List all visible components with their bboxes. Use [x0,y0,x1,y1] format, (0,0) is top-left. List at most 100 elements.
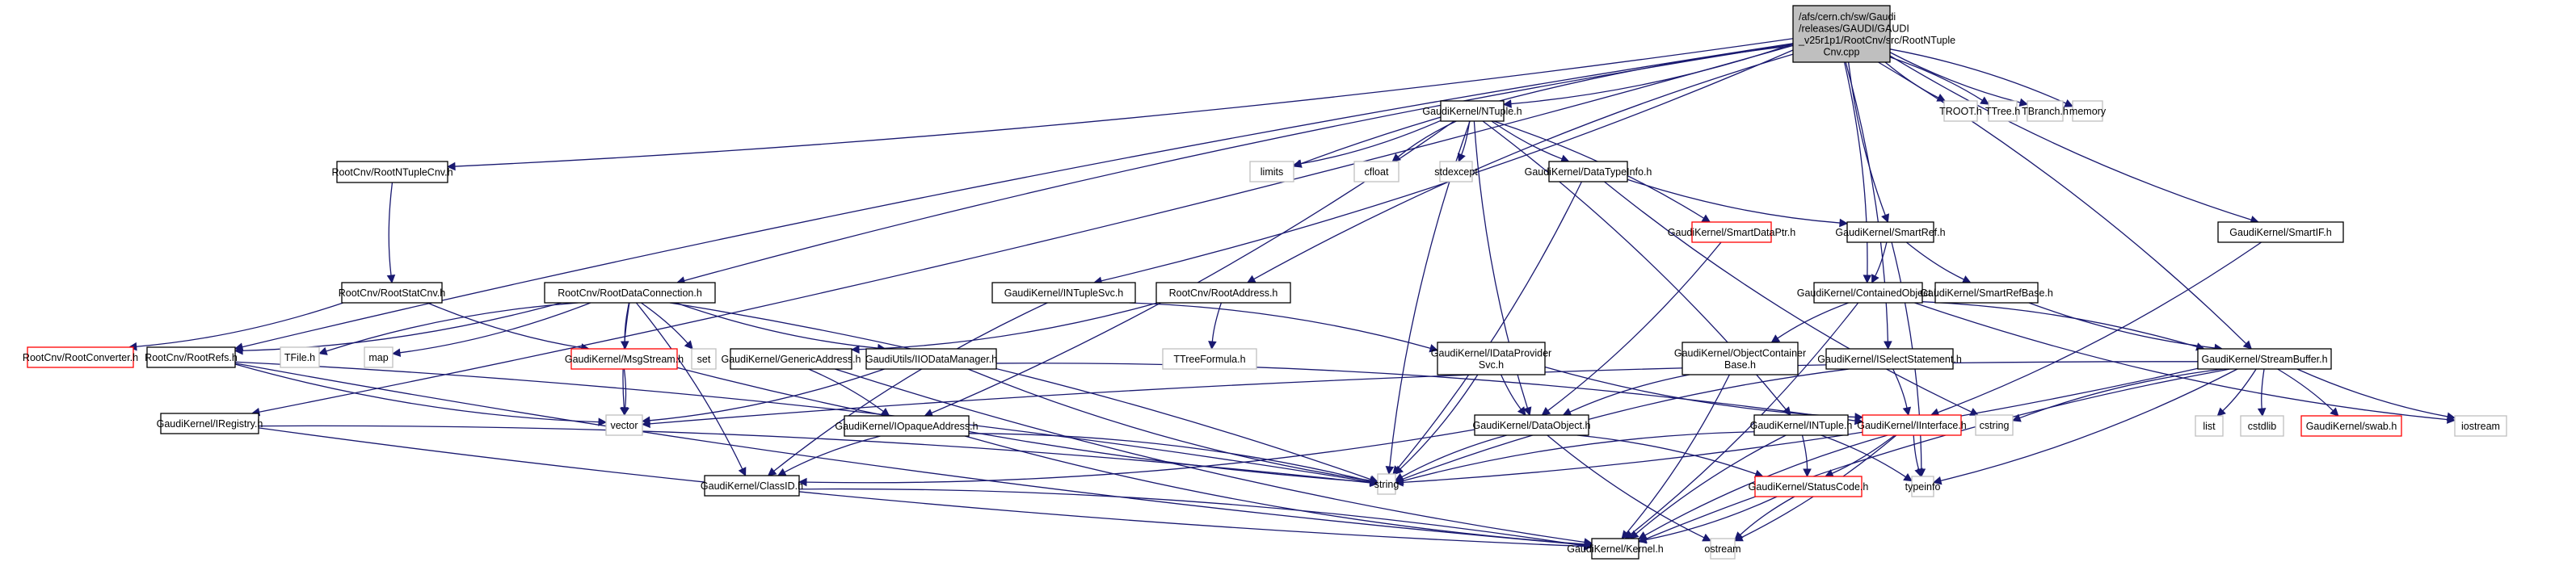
node-RootStatCnv[interactable]: RootCnv/RootStatCnv.h [339,282,446,304]
arrowhead-icon [1562,408,1572,416]
node-memory: memory [2069,100,2107,122]
edge-line [773,302,1048,472]
node-box [1691,221,1772,243]
node-IIODataManager[interactable]: GaudiUtils/IIODataManager.h [865,348,997,370]
node-RootConverter[interactable]: RootCnv/RootConverter.h [23,346,138,368]
node-box [160,413,259,434]
node-TFile: TFile.h [280,346,320,368]
node-swab[interactable]: GaudiKernel/swab.h [2300,415,2402,437]
edge-line [649,361,2199,425]
edge-line [242,43,1794,348]
node-SmartIF[interactable]: GaudiKernel/SmartIF.h [2217,221,2344,243]
edge-RootRefs-to-Kernel [234,363,1593,550]
node-box [1353,161,1400,182]
edge-StreamBuffer-to-vector [641,361,2199,429]
edge-RootDataConnection-to-IIODataManager [676,302,886,353]
node-Kernel[interactable]: GaudiKernel/Kernel.h [1567,538,1664,560]
node-ISelectStatement[interactable]: GaudiKernel/ISelectStatement.h [1817,348,1962,370]
node-INTupleSvc[interactable]: GaudiKernel/INTupleSvc.h [991,282,1136,304]
edge-RootDataConnection-to-map [391,302,591,358]
node-RootAddress[interactable]: RootCnv/RootAddress.h [1155,282,1291,304]
edge-line [2296,368,2448,417]
node-box [704,475,800,497]
edge-INTuple-to-string [1394,431,1755,485]
edge-root-to-TTree [1889,57,1989,105]
node-SmartDataPtr[interactable]: GaudiKernel/SmartDataPtr.h [1668,221,1795,243]
node-label: /releases/GAUDI/GAUDI [1799,23,1909,34]
edge-line [1940,368,2238,481]
arrowhead-icon [1246,275,1256,283]
node-IInterface[interactable]: GaudiKernel/IInterface.h [1857,414,1967,436]
node-MsgStream[interactable]: GaudiKernel/MsgStream.h [565,348,684,370]
edge-root-to-StreamBuffer [1878,61,2253,350]
edge-line [1630,302,1859,535]
node-vector: vector [605,414,643,436]
node-box [2072,100,2103,122]
edge-StreamBuffer-to-typeinfo [1932,368,2238,485]
node-label: TTree.h [1985,106,2020,117]
edge-StreamBuffer-to-Kernel [1637,368,2230,543]
edge-SmartRefBase-to-StreamBuffer [2028,302,2224,353]
arrowhead-icon [738,467,747,477]
edge-StreamBuffer-to-cstring [2011,368,2224,422]
node-label: string [1374,479,1400,490]
node-IOpaqueAddress[interactable]: GaudiKernel/IOpaqueAddress.h [835,415,979,437]
arrowhead-icon [391,348,402,358]
node-box [1753,414,1849,436]
node-DataTypeInfo[interactable]: GaudiKernel/DataTypeInfo.h [1525,161,1652,182]
edge-root-to-TROOT [1884,61,1947,102]
arrowhead-icon [1980,96,1989,105]
edge-SmartRef-to-ContainedObject [1871,241,1888,283]
edge-ContainedObject-to-iostream [1914,302,2456,424]
edge-line [1627,178,1841,224]
edge-line [1510,43,1794,105]
edge-line [1569,374,1690,413]
node-INTuple[interactable]: GaudiKernel/INTuple.h [1750,414,1853,436]
node-label: GaudiKernel/DataTypeInfo.h [1525,166,1652,178]
edge-INTupleSvc-to-ClassID [767,302,1048,476]
node-IRegistry[interactable]: GaudiKernel/IRegistry.h [157,413,263,434]
arrowhead-icon [1523,406,1532,417]
edge-ContainedObject-to-StreamBuffer [1921,301,2205,351]
arrowhead-icon [1914,468,1923,478]
arrowhead-icon [1871,274,1879,283]
edge-root-to-SmartRef [1847,61,1890,224]
node-StatusCode[interactable]: GaudiKernel/StatusCode.h [1749,476,1869,497]
node-GenericAddress[interactable]: GaudiKernel/GenericAddress.h [721,348,861,370]
node-root[interactable]: /afs/cern.ch/sw/Gaudi/releases/GAUDI/GAU… [1792,5,1955,63]
edge-MsgStream-to-string [676,367,1379,487]
node-label: GaudiKernel/NTuple.h [1422,106,1522,117]
edge-line [1889,48,2067,104]
node-SmartRefBase[interactable]: GaudiKernel/SmartRefBase.h [1920,282,2053,304]
node-StreamBuffer[interactable]: GaudiKernel/StreamBuffer.h [2197,348,2332,370]
node-ClassID[interactable]: GaudiKernel/ClassID.h [701,475,803,497]
edge-line [623,368,627,409]
edge-line [1402,368,1850,480]
edge-line [784,435,881,473]
node-RootRefs[interactable]: RootCnv/RootRefs.h [145,346,238,368]
arrowhead-icon [1881,213,1890,224]
arrowhead-icon [2330,407,2339,417]
node-label: cfloat [1365,166,1389,178]
edge-line [649,368,885,422]
edge-line [2028,302,2216,349]
edge-RootAddress-to-TTreeFormula [1208,302,1223,350]
node-box [2240,415,2284,437]
node-RootDataConnection[interactable]: RootCnv/RootDataConnection.h [544,282,716,304]
arrowhead-icon [1621,530,1631,539]
edge-line [669,302,1371,480]
node-ContainedObject[interactable]: GaudiKernel/ContainedObject.h [1797,282,1940,304]
edge-line [234,361,1371,483]
node-stdexcept: stdexcept [1434,161,1478,182]
node-RootNTupleCnv[interactable]: RootCnv/RootNTupleCnv.h [331,161,453,183]
node-DataObject[interactable]: GaudiKernel/DataObject.h [1473,414,1591,436]
edge-line [427,302,582,349]
node-NTuple[interactable]: GaudiKernel/NTuple.h [1422,100,1522,122]
node-SmartRef[interactable]: GaudiKernel/SmartRef.h [1835,221,1946,243]
arrowhead-icon [1863,275,1872,284]
node-label: Svc.h [1479,359,1504,371]
node-label: GaudiKernel/SmartIF.h [2229,227,2331,238]
arrowhead-icon [1637,535,1648,543]
